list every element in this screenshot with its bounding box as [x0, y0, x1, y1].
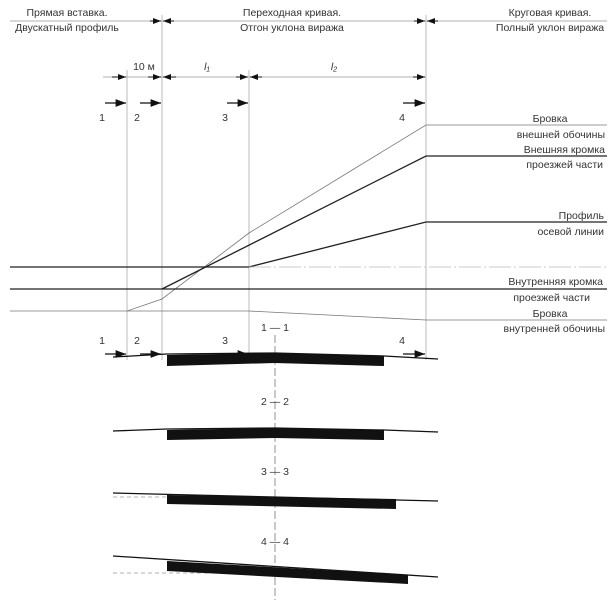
cross-section-3: 3 — 3 [112, 466, 439, 509]
section-mark-4: 4 [399, 335, 405, 347]
dim-l1: l₁ [204, 61, 210, 73]
section-mark-4: 4 [399, 112, 405, 124]
label-axis-1: Профиль [559, 210, 605, 222]
header-left-1: Прямая вставка. [26, 7, 107, 19]
cross-section-1: 1 — 1 [112, 322, 439, 366]
station-lines [126, 15, 427, 360]
cross-section-4: 4 — 4 [112, 536, 439, 584]
cross-section-label: 2 — 2 [261, 396, 289, 408]
dimension-line: 10 м l₁ l₂ [103, 61, 426, 80]
inner-shoulder-line [10, 310, 607, 321]
label-outer-edge-1: Внешняя кромка [524, 144, 605, 156]
header-middle-1: Переходная кривая. [243, 7, 341, 19]
cross-section-label: 3 — 3 [261, 466, 289, 478]
section-marks-top: 1 2 3 4 [99, 99, 425, 124]
outer-shoulder-line [126, 124, 607, 312]
section-mark-1: 1 [99, 112, 105, 124]
header-right-1: Круговая кривая. [509, 7, 592, 19]
section-mark-3: 3 [222, 112, 228, 124]
label-inner-edge-2: проезжей части [513, 292, 590, 304]
header-middle-2: Отгон уклона виража [240, 22, 344, 34]
label-outer-edge-2: проезжей части [526, 159, 603, 171]
section-mark-2: 2 [134, 335, 140, 347]
label-inner-shoulder-2: внутренней обочины [504, 323, 605, 335]
label-outer-shoulder-1: Бровка [533, 113, 568, 125]
cross-section-label: 1 — 1 [261, 322, 289, 334]
cross-sections: 1 — 1 2 — 2 3 — 3 4 — 4 [112, 322, 439, 600]
label-axis-2: осевой линии [537, 226, 604, 238]
label-inner-edge-1: Внутренняя кромка [508, 276, 603, 288]
line-labels: Бровка внешней обочины Внешняя кромка пр… [504, 113, 606, 335]
dim-10m: 10 м [133, 61, 155, 73]
label-outer-shoulder-2: внешней обочины [517, 129, 605, 141]
dim-l2: l₂ [331, 61, 337, 73]
section-mark-3: 3 [222, 335, 228, 347]
section-mark-1: 1 [99, 335, 105, 347]
header-right-2: Полный уклон виража [496, 22, 604, 34]
cross-section-label: 4 — 4 [261, 536, 289, 548]
section-mark-2: 2 [134, 112, 140, 124]
label-inner-shoulder-1: Бровка [533, 308, 568, 320]
axis-profile-line [10, 221, 607, 268]
header-left-2: Двускатный профиль [15, 22, 119, 34]
header: Прямая вставка. Двускатный профиль Перех… [10, 7, 607, 34]
cross-section-2: 2 — 2 [112, 396, 439, 440]
outer-edge-line [161, 155, 607, 290]
section-marks-bottom: 1 2 3 4 [99, 335, 425, 358]
profile-lines [10, 124, 607, 321]
